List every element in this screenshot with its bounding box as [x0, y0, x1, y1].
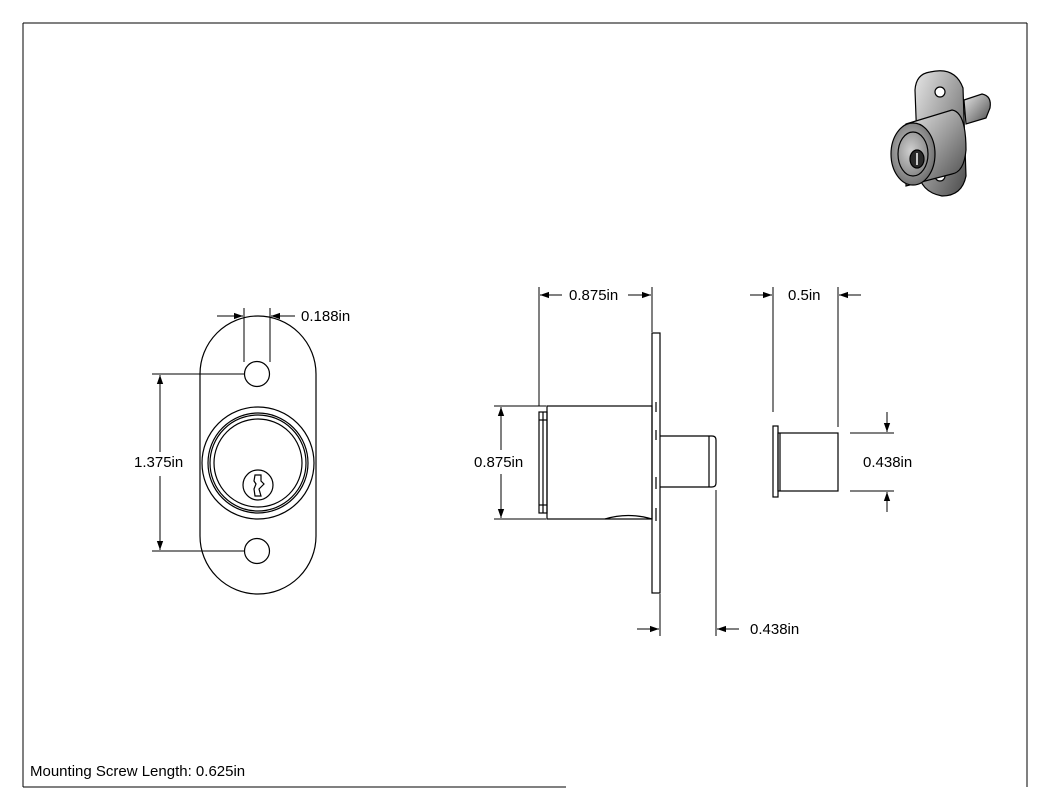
strike-flange	[772, 425, 779, 498]
cylinder-body	[546, 405, 653, 520]
cylinder-rim-inner	[207, 412, 309, 514]
cylinder-rim-outer	[201, 406, 315, 520]
strike-diameter-label: 0.438in	[863, 454, 912, 471]
body-diameter-label: 0.875in	[474, 454, 523, 471]
hole-diameter-label: 0.188in	[301, 308, 350, 325]
sheet-border	[22, 22, 1028, 788]
front-view	[199, 315, 317, 595]
mounting-hole-top	[243, 360, 271, 388]
side-view	[538, 332, 717, 594]
strike-cup	[777, 432, 839, 492]
body-length-label: 0.875in	[569, 287, 618, 304]
strike-length-label: 0.5in	[788, 287, 821, 304]
mounting-plate	[199, 315, 317, 595]
cylinder-face	[213, 418, 303, 508]
mounting-screw-note: Mounting Screw Length: 0.625in	[30, 763, 245, 780]
side-view-dimensions	[494, 287, 739, 636]
isometric-lock-image	[890, 70, 991, 197]
iso-bolt	[963, 93, 991, 125]
bolt-projection-label: 0.438in	[750, 621, 799, 638]
mounting-hole-bottom	[243, 537, 271, 565]
bolt	[660, 435, 717, 488]
iso-hole-top	[934, 86, 946, 98]
mounting-flange	[651, 332, 661, 594]
front-view-dimensions	[152, 308, 295, 552]
key-plug	[242, 469, 274, 501]
keyway	[253, 474, 265, 497]
hole-spacing-label: 1.375in	[134, 454, 183, 471]
strike-view	[772, 425, 839, 498]
strike-view-dimensions	[750, 287, 894, 512]
